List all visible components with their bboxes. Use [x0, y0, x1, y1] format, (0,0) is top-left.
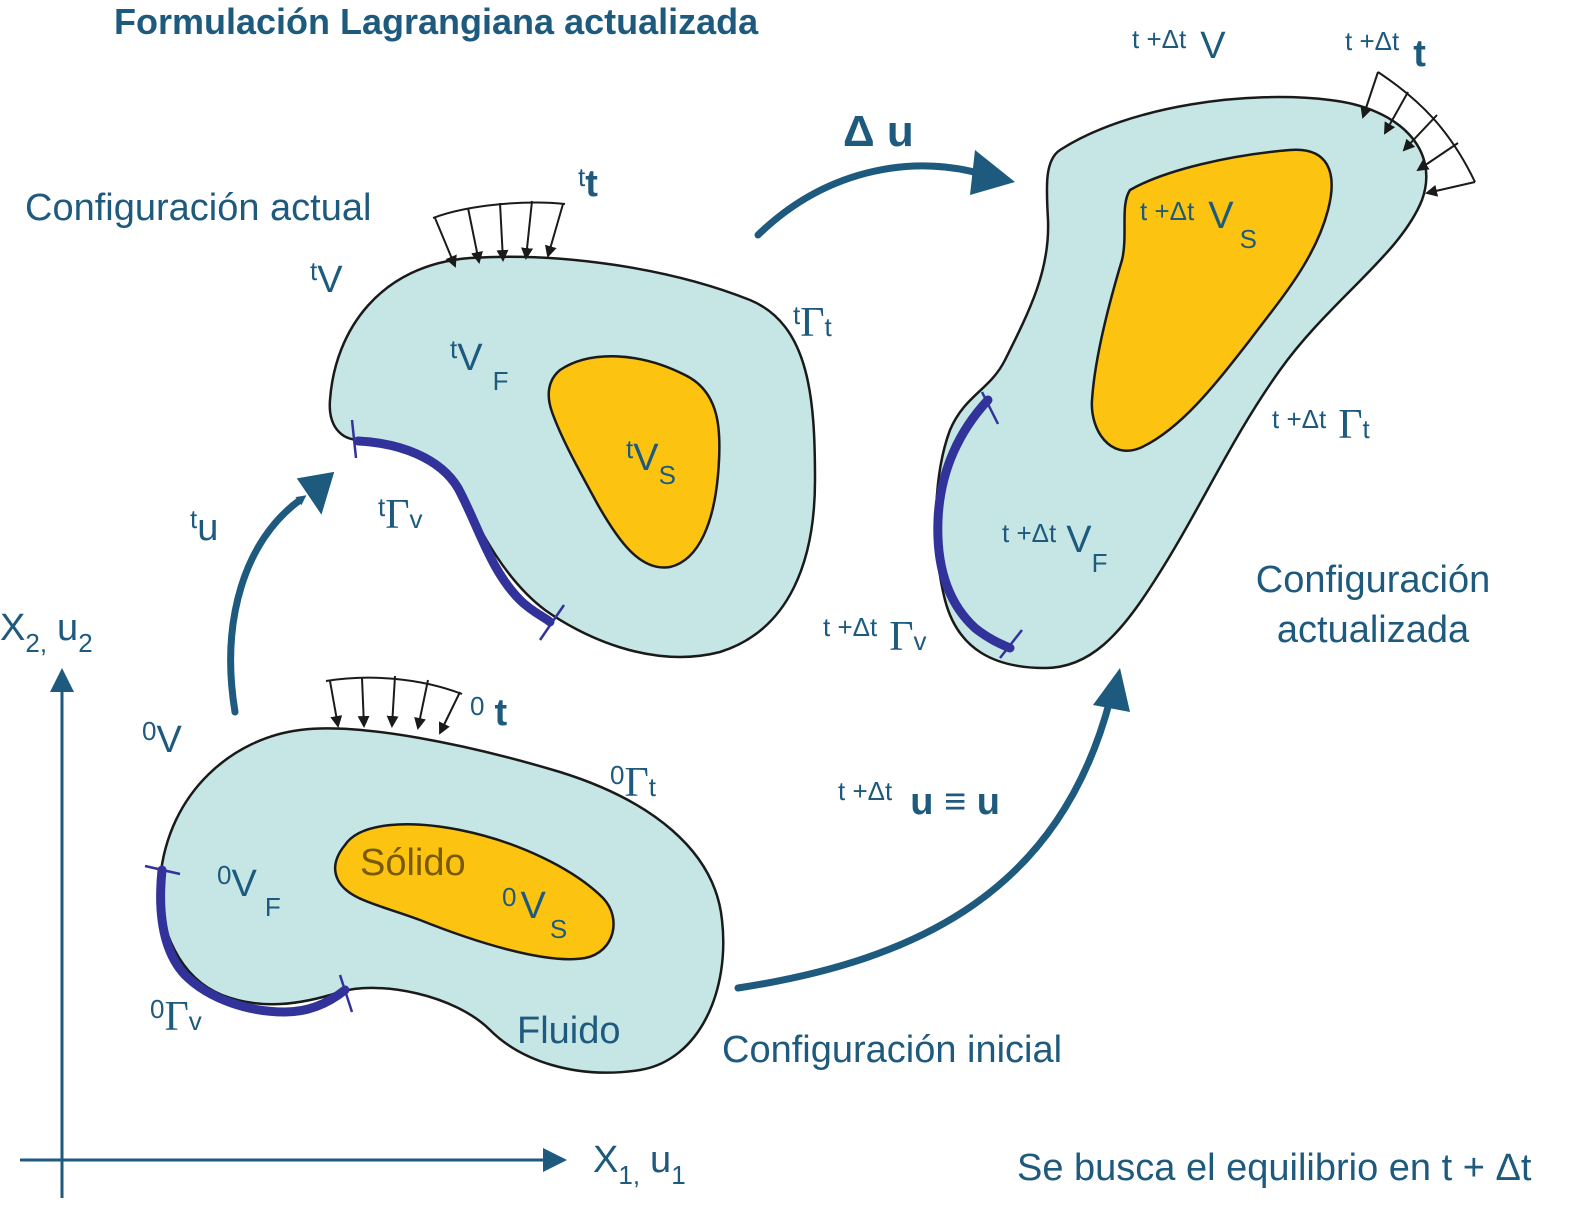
current-solid-volume-label: tVS	[626, 434, 676, 490]
arrow-initial-to-updated-head	[1093, 668, 1130, 712]
arrow-current-to-updated-head	[970, 150, 1015, 195]
vertical-axis-label: X2,u2	[0, 607, 93, 658]
diagram-title: Formulación Lagrangiana actualizada	[114, 1, 759, 42]
current-gamma-v-label: tΓv	[378, 492, 423, 538]
vertical-axis-arrowhead	[50, 668, 74, 692]
arrow-current-to-updated	[754, 162, 989, 239]
initial-volume-label: 0V	[142, 716, 182, 761]
delta-u-label: Δ u	[843, 107, 914, 156]
updated-gamma-v-boundary	[933, 395, 1015, 653]
solid-word-label: Sólido	[360, 842, 466, 884]
current-traction-label: tt	[578, 162, 598, 205]
arrow-initial-to-current-head	[296, 471, 335, 515]
horizontal-axis-label: X1,u1	[593, 1139, 686, 1190]
initial-configuration-caption: Configuración inicial	[722, 1029, 1062, 1071]
coordinate-axes: X2,u2 X1,u1	[0, 607, 686, 1198]
current-gamma-v-boundary	[353, 436, 555, 627]
current-gamma-t-label: tΓt	[793, 300, 833, 346]
updated-gamma-v-end-tick	[999, 629, 1023, 659]
current-gamma-v-start-tick	[350, 419, 358, 459]
fluid-word-label: Fluido	[517, 1010, 621, 1052]
current-configuration: Configuración actual tt tV tΓt tVF tVS t…	[25, 162, 833, 659]
initial-gamma-v-label: 0Γv	[150, 994, 202, 1040]
current-volume-label: tV	[310, 256, 343, 301]
initial-traction-load	[325, 675, 463, 735]
updated-configuration-caption-line1: Configuración	[1256, 559, 1490, 601]
current-gamma-v-end-tick	[538, 604, 566, 641]
arrow-initial-to-current	[227, 495, 307, 716]
initial-gamma-v-start-tick	[144, 864, 181, 876]
arrow-initial-to-updated	[734, 696, 1114, 992]
updated-gamma-v-start-tick	[980, 391, 1000, 425]
initial-gamma-v-end-tick	[338, 974, 354, 1013]
equilibrium-note: Se busca el equilibrio en t + Δt	[1017, 1147, 1532, 1189]
current-configuration-caption: Configuración actual	[25, 187, 371, 229]
initial-gamma-t-label: 0Γt	[610, 760, 657, 806]
current-displacement-label: tu	[190, 504, 218, 549]
current-solid-body	[547, 355, 721, 569]
initial-solid-body	[333, 823, 615, 961]
updated-traction-load	[1360, 71, 1476, 197]
current-traction-load	[432, 200, 566, 268]
initial-gamma-v-boundary	[156, 865, 350, 1017]
current-fluid-volume-label: tVF	[450, 334, 508, 396]
horizontal-axis-arrowhead	[543, 1148, 567, 1172]
updated-configuration-caption-line2: actualizada	[1277, 609, 1470, 651]
initial-fluid-volume-label: 0VF	[217, 860, 281, 922]
updated-solid-body	[1090, 148, 1333, 452]
